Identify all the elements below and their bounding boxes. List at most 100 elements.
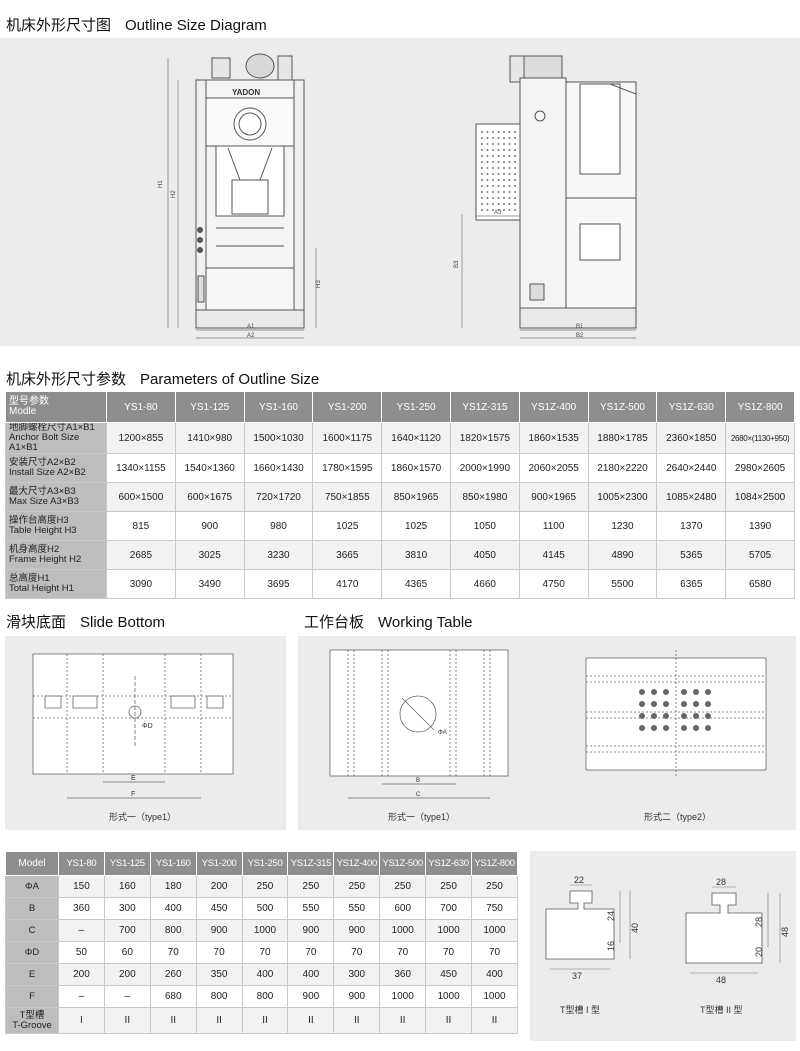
dimension-value: 70 xyxy=(241,941,289,964)
table-hole xyxy=(651,725,657,731)
vent-dot xyxy=(503,155,505,157)
dimension-value: II xyxy=(379,1007,427,1034)
svg-text:48: 48 xyxy=(780,927,790,937)
model-header: YS1-125 xyxy=(103,851,151,876)
dimension-value: 150 xyxy=(58,875,105,898)
outline-drawings: YADON H1 H2 H3 A1 A2 xyxy=(158,53,637,339)
vent-dot xyxy=(508,161,511,163)
vent-dot xyxy=(508,131,511,133)
vent-dot xyxy=(503,137,505,139)
dimension-value: 1000 xyxy=(425,985,473,1008)
parameter-value: 2640×2440 xyxy=(656,453,727,483)
dimension-value: 70 xyxy=(149,941,197,964)
svg-text:B1: B1 xyxy=(576,324,584,330)
svg-text:B: B xyxy=(416,778,420,784)
vent-dot xyxy=(497,167,500,169)
svg-text:T型槽 II 型: T型槽 II 型 xyxy=(700,1004,743,1015)
table-hole xyxy=(705,689,711,695)
parameter-value: 1780×1595 xyxy=(312,453,383,483)
parameter-value: 600×1500 xyxy=(106,482,176,512)
dimension-label: ΦD xyxy=(5,941,59,964)
dimension-value: 70 xyxy=(195,941,243,964)
press-front-view xyxy=(195,53,305,329)
parameter-value: 6365 xyxy=(656,569,727,599)
dimension-value: 250 xyxy=(333,875,381,898)
table-hole xyxy=(663,725,669,731)
dimension-label: F xyxy=(5,985,59,1008)
dimension-value: 900 xyxy=(287,919,335,942)
parameter-value: 3025 xyxy=(174,540,245,570)
parameter-value: 1660×1430 xyxy=(243,453,314,483)
dimension-label: E xyxy=(5,963,59,986)
vent-dot xyxy=(481,167,483,169)
dimension-value: II xyxy=(195,1007,243,1034)
svg-text:ΦD: ΦD xyxy=(142,723,153,730)
vent-dot xyxy=(486,203,489,205)
dimension-value: 550 xyxy=(287,897,335,920)
vent-dot xyxy=(486,149,489,151)
vent-dot xyxy=(503,149,505,151)
vent-dot xyxy=(508,149,511,151)
dimension-label: C xyxy=(5,919,59,942)
dimension-value: 350 xyxy=(195,963,243,986)
vent-dot xyxy=(486,191,489,193)
parameter-value: 1100 xyxy=(518,511,589,541)
model-header: YS1Z-315 xyxy=(449,391,520,423)
table-hole xyxy=(681,713,687,719)
parameter-value: 1880×1785 xyxy=(587,422,658,454)
table-type2-holes xyxy=(639,689,711,731)
parameter-value: 4890 xyxy=(587,540,658,570)
table-hole xyxy=(639,725,645,731)
parameter-value: 1230 xyxy=(587,511,658,541)
parameter-value: 1640×1120 xyxy=(381,422,451,454)
parameter-value: 5365 xyxy=(656,540,727,570)
vent-dot xyxy=(514,143,516,145)
dimension-value: II xyxy=(333,1007,381,1034)
cabinet-vents xyxy=(481,131,516,211)
parameter-value: 3490 xyxy=(174,569,245,599)
parameter-value: 3665 xyxy=(312,540,383,570)
vent-dot xyxy=(492,131,494,133)
dimension-value: 450 xyxy=(425,963,473,986)
parameter-value: 1340×1155 xyxy=(106,453,176,483)
t-groove-panel: 22 24 16 40 37 T型槽 I 型 28 28 20 48 48 T型… xyxy=(530,851,796,1041)
table-hole xyxy=(693,701,699,707)
svg-text:H3: H3 xyxy=(316,280,322,288)
vent-dot xyxy=(503,197,505,199)
vent-dot xyxy=(492,209,494,211)
parameter-value: 5705 xyxy=(725,540,795,570)
dimension-value: 1000 xyxy=(425,919,473,942)
svg-text:22: 22 xyxy=(574,875,584,885)
dimension-label: B xyxy=(5,897,59,920)
svg-text:E: E xyxy=(131,775,136,782)
dimension-value: 700 xyxy=(103,919,151,942)
dimension-value: II xyxy=(471,1007,518,1034)
svg-text:B2: B2 xyxy=(576,333,584,339)
vent-dot xyxy=(508,167,511,169)
model-header: YS1Z-500 xyxy=(587,391,658,423)
parameter-value: 2685 xyxy=(106,540,176,570)
svg-text:28: 28 xyxy=(716,877,726,887)
working-table-drawing: ΦA B C 形式一（type1） 形式二（type2） xyxy=(329,649,767,822)
parameter-value: 1370 xyxy=(656,511,727,541)
vent-dot xyxy=(481,191,483,193)
dimension-value: 1000 xyxy=(471,919,518,942)
model-header: YS1-160 xyxy=(243,391,314,423)
vent-dot xyxy=(481,131,483,133)
vent-dot xyxy=(508,185,511,187)
svg-text:A2: A2 xyxy=(247,333,255,339)
table-hole xyxy=(705,713,711,719)
svg-text:20: 20 xyxy=(754,947,764,957)
vent-dot xyxy=(481,173,483,175)
dimension-value: 600 xyxy=(379,897,427,920)
vent-dot xyxy=(486,161,489,163)
svg-text:B3: B3 xyxy=(454,260,460,268)
